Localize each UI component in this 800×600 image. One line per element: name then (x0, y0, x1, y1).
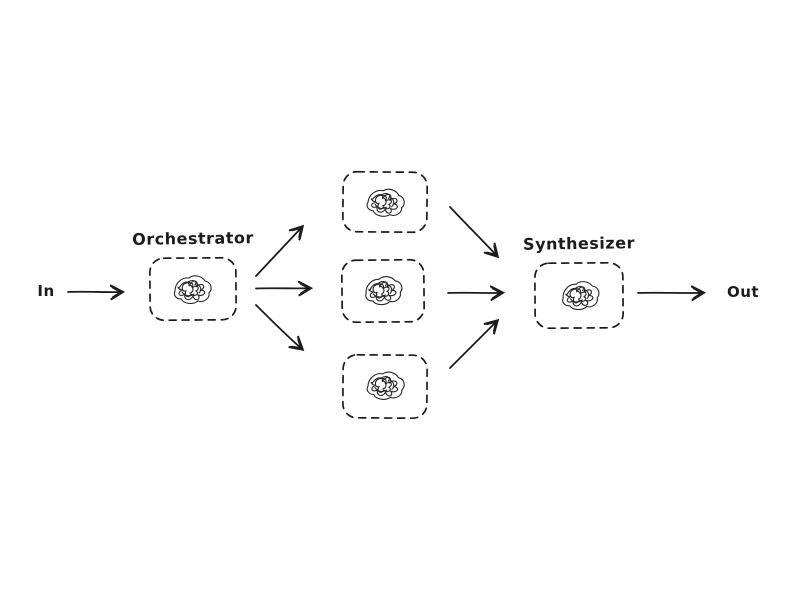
output-label: Out (726, 283, 760, 301)
worker-box-1 (342, 170, 428, 234)
brain-icon (560, 280, 601, 312)
synthesizer-label: Synthesizer (522, 233, 636, 254)
arrow-worker-3-to-synthesizer (449, 321, 497, 369)
orchestrator-label: Orchestrator (132, 228, 254, 249)
brain-icon (173, 275, 212, 305)
arrow-worker-1-to-synthesizer (449, 206, 497, 256)
brain-icon (366, 370, 406, 401)
worker-box-3 (342, 353, 428, 420)
arrow-orchestrator-to-worker-3 (255, 304, 302, 349)
worker-box-2 (341, 258, 425, 324)
orchestrator-box (149, 256, 237, 322)
input-label: In (37, 282, 55, 300)
arrow-orchestrator-to-worker-1 (255, 227, 302, 277)
brain-icon (365, 186, 407, 219)
synthesizer-box (534, 261, 624, 330)
brain-icon (363, 274, 404, 307)
